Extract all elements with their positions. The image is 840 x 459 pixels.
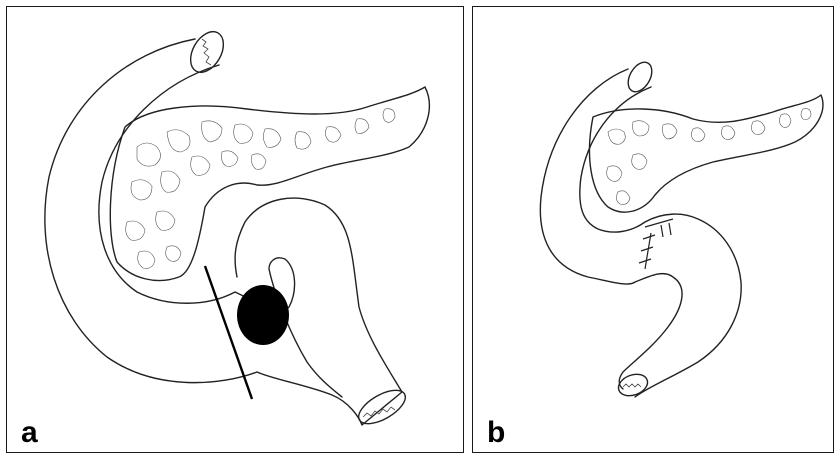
remaining-pancreas-outline <box>589 95 822 212</box>
panel-a-drawing <box>7 7 465 454</box>
bowel-proximal-end <box>623 58 656 96</box>
anastomosis-sutures <box>639 219 673 269</box>
tumor-mass <box>237 285 289 345</box>
pancreas-lobules <box>126 109 395 269</box>
duodenum-inner-contour <box>99 65 342 397</box>
panel-a: a <box>6 6 464 453</box>
panel-b: b <box>472 6 834 453</box>
panel-b-label: b <box>487 418 505 448</box>
duodenum-outer-contour <box>45 39 402 425</box>
pancreas-outline <box>110 87 429 281</box>
panel-b-drawing <box>473 7 835 454</box>
distal-end-mucosa-b <box>623 384 641 387</box>
remaining-pancreas-lobules <box>607 109 811 205</box>
proximal-end-mucosa <box>202 39 211 65</box>
duodenum-proximal-end <box>184 26 230 78</box>
reconstructed-bowel-inner <box>580 87 741 397</box>
panel-a-label: a <box>21 418 38 448</box>
reconstructed-bowel-outer <box>540 69 682 389</box>
